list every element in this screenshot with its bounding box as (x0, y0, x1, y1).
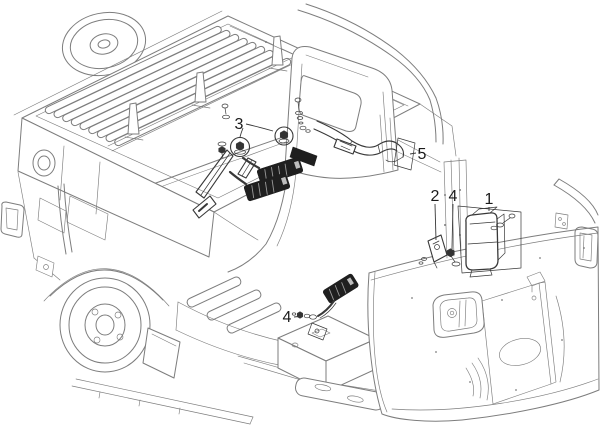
callout-4-right: 4 (449, 188, 458, 250)
callout-4-right-label: 4 (449, 188, 458, 205)
callout-1: 1 (485, 191, 494, 211)
belt-tongue-1 (192, 195, 217, 219)
tail-lamp (0, 201, 25, 238)
callout-3-label: 3 (235, 116, 244, 133)
front-cowl (367, 212, 600, 422)
callout-4-left-leader (293, 315, 304, 318)
vehicle-line-art (0, 3, 600, 425)
bed-slats (44, 25, 292, 147)
bed-belt-straps (192, 146, 318, 219)
anchor-bolt-right (446, 248, 461, 267)
anchor-bracket (418, 234, 448, 269)
cab-window-frame (284, 46, 399, 179)
callout-2: 2 (431, 188, 440, 241)
battery-box (277, 315, 377, 393)
right-pillar-strips (397, 103, 469, 259)
callout-4-right-leader (451, 203, 454, 250)
cab-floor-steps (175, 167, 386, 411)
belt-slide-tongue (333, 138, 357, 155)
callouts: 3 5 2 4 1 4 (235, 116, 494, 326)
mud-flap (142, 327, 181, 379)
shoulder-belt (313, 120, 416, 171)
fuel-cap (32, 149, 56, 177)
callout-3-leader (245, 123, 274, 132)
belt-detail-box (393, 137, 416, 171)
windshield-pillar-strip (553, 178, 599, 224)
callout-3-leader-b (239, 127, 244, 138)
callout-5-leader (409, 152, 417, 155)
headlight-recess-right (574, 226, 599, 269)
anchor-screw-stack-b (294, 97, 304, 125)
callout-2-leader (434, 203, 437, 241)
callout-1-label: 1 (485, 191, 494, 208)
callout-3: 3 (235, 116, 274, 138)
rear-wheel (43, 268, 181, 379)
seatbelt-parts (192, 97, 522, 341)
hinge-bracket (554, 212, 569, 230)
retractor-screws (490, 213, 516, 231)
anchor-screw-stack-a (221, 103, 230, 120)
belt-buckle-b (228, 170, 291, 202)
bed-side-panel (17, 117, 215, 258)
retractor-assembly (457, 205, 522, 278)
callout-5: 5 (409, 146, 427, 163)
callout-2-label: 2 (431, 188, 440, 205)
detail-circle-b (274, 126, 294, 146)
callout-4-left: 4 (283, 309, 304, 326)
detail-circle-a (229, 136, 251, 158)
cab-roof-lines (297, 3, 444, 145)
bed-stake-posts (124, 35, 288, 141)
window-aperture (298, 75, 362, 132)
retractor-detail-box (457, 205, 522, 274)
callout-4-left-label: 4 (283, 309, 292, 326)
callout-5-label: 5 (418, 146, 427, 163)
